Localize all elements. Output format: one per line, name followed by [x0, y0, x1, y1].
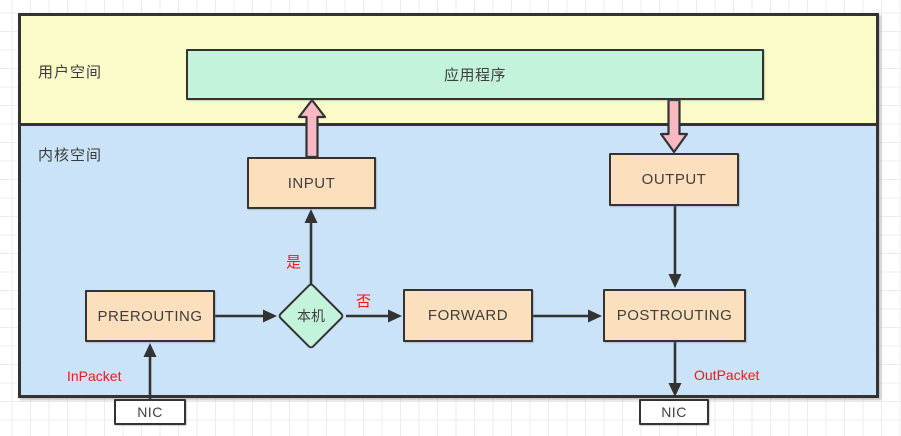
node-output-label: OUTPUT: [641, 171, 707, 188]
node-prerouting-label: PREROUTING: [97, 307, 203, 325]
edge-label-yes: 是: [286, 254, 302, 271]
node-localhost-label: 本机: [297, 308, 325, 324]
node-postrouting-label: POSTROUTING: [616, 307, 733, 324]
node-nic-in: NIC: [114, 399, 186, 425]
node-forward-label: FORWARD: [427, 307, 509, 324]
edge-label-no: 否: [356, 293, 372, 310]
edge-label-inpacket: InPacket: [67, 368, 122, 384]
node-output-chain: OUTPUT: [609, 153, 739, 206]
node-input-label: INPUT: [287, 174, 336, 192]
node-nic-in-label: NIC: [137, 404, 163, 420]
node-prerouting-chain: PREROUTING: [85, 290, 215, 342]
node-nic-out-label: NIC: [661, 404, 687, 420]
node-nic-out: NIC: [639, 399, 709, 425]
edge-label-outpacket: OutPacket: [694, 367, 760, 383]
kernel-space-label: 内核空间: [38, 147, 103, 164]
node-postrouting-chain: POSTROUTING: [603, 289, 746, 342]
node-forward-chain: FORWARD: [403, 289, 533, 342]
kernel-space-region: [21, 126, 876, 395]
user-space-label: 用户空间: [38, 64, 103, 81]
node-application: 应用程序: [186, 49, 764, 100]
node-application-label: 应用程序: [443, 67, 506, 84]
node-input-chain: INPUT: [247, 157, 376, 209]
spaces-container: [18, 13, 879, 398]
